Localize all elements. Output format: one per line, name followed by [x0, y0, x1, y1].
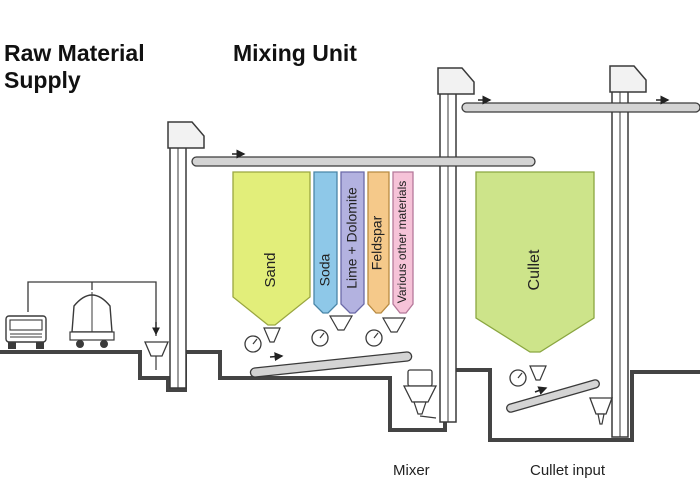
silo-label-soda: Soda [317, 253, 333, 286]
cullet-input-hopper [589, 397, 613, 425]
heading-raw-material-supply: Raw Material Supply [4, 40, 145, 94]
caption-cullet-input: Cullet input [530, 462, 606, 479]
silo-label-feldspar: Feldspar [369, 215, 385, 270]
ground-line [0, 350, 700, 442]
bucket-elevator-3 [609, 65, 647, 438]
silo-cullet: Cullet [475, 171, 595, 353]
heading-mixing-unit: Mixing Unit [233, 40, 357, 66]
caption-mixer: Mixer [393, 462, 430, 479]
silo-label-various-other-materials: Various other materials [395, 181, 409, 304]
weigh-hoppers [263, 315, 547, 381]
silo-various-other-materials: Various other materials [392, 171, 414, 314]
top-conveyor-mixing [191, 156, 536, 167]
silo-label-lime-dolomite: Lime + Dolomite [344, 187, 360, 289]
intake-hopper [144, 341, 169, 370]
silo-lime-dolomite: Lime + Dolomite [340, 171, 365, 314]
flow-arrow-icon [534, 386, 548, 395]
cullet-conveyor [506, 379, 600, 413]
silo-sand: Sand [232, 171, 311, 326]
scale-gauge-icon [244, 335, 262, 353]
scale-gauge-icon [311, 329, 329, 347]
silo-label-cullet: Cullet [526, 249, 543, 290]
scale-gauge-icon [365, 329, 383, 347]
collecting-conveyor [249, 351, 413, 378]
silo-soda: Soda [313, 171, 338, 314]
mixer [402, 369, 438, 419]
silo-feldspar: Feldspar [367, 171, 390, 314]
rail-tanker-icon [69, 292, 115, 348]
silo-label-sand: Sand [262, 252, 279, 287]
bucket-elevator-2 [437, 67, 475, 423]
truck-icon [5, 315, 47, 349]
bucket-elevator-1 [167, 121, 205, 389]
heading-raw-material-line2: Supply [4, 67, 81, 93]
top-conveyor-cullet [461, 102, 700, 113]
heading-raw-material-line1: Raw Material [4, 40, 145, 66]
flow-arrow-icon [269, 352, 284, 362]
scale-gauge-icon [509, 369, 527, 387]
